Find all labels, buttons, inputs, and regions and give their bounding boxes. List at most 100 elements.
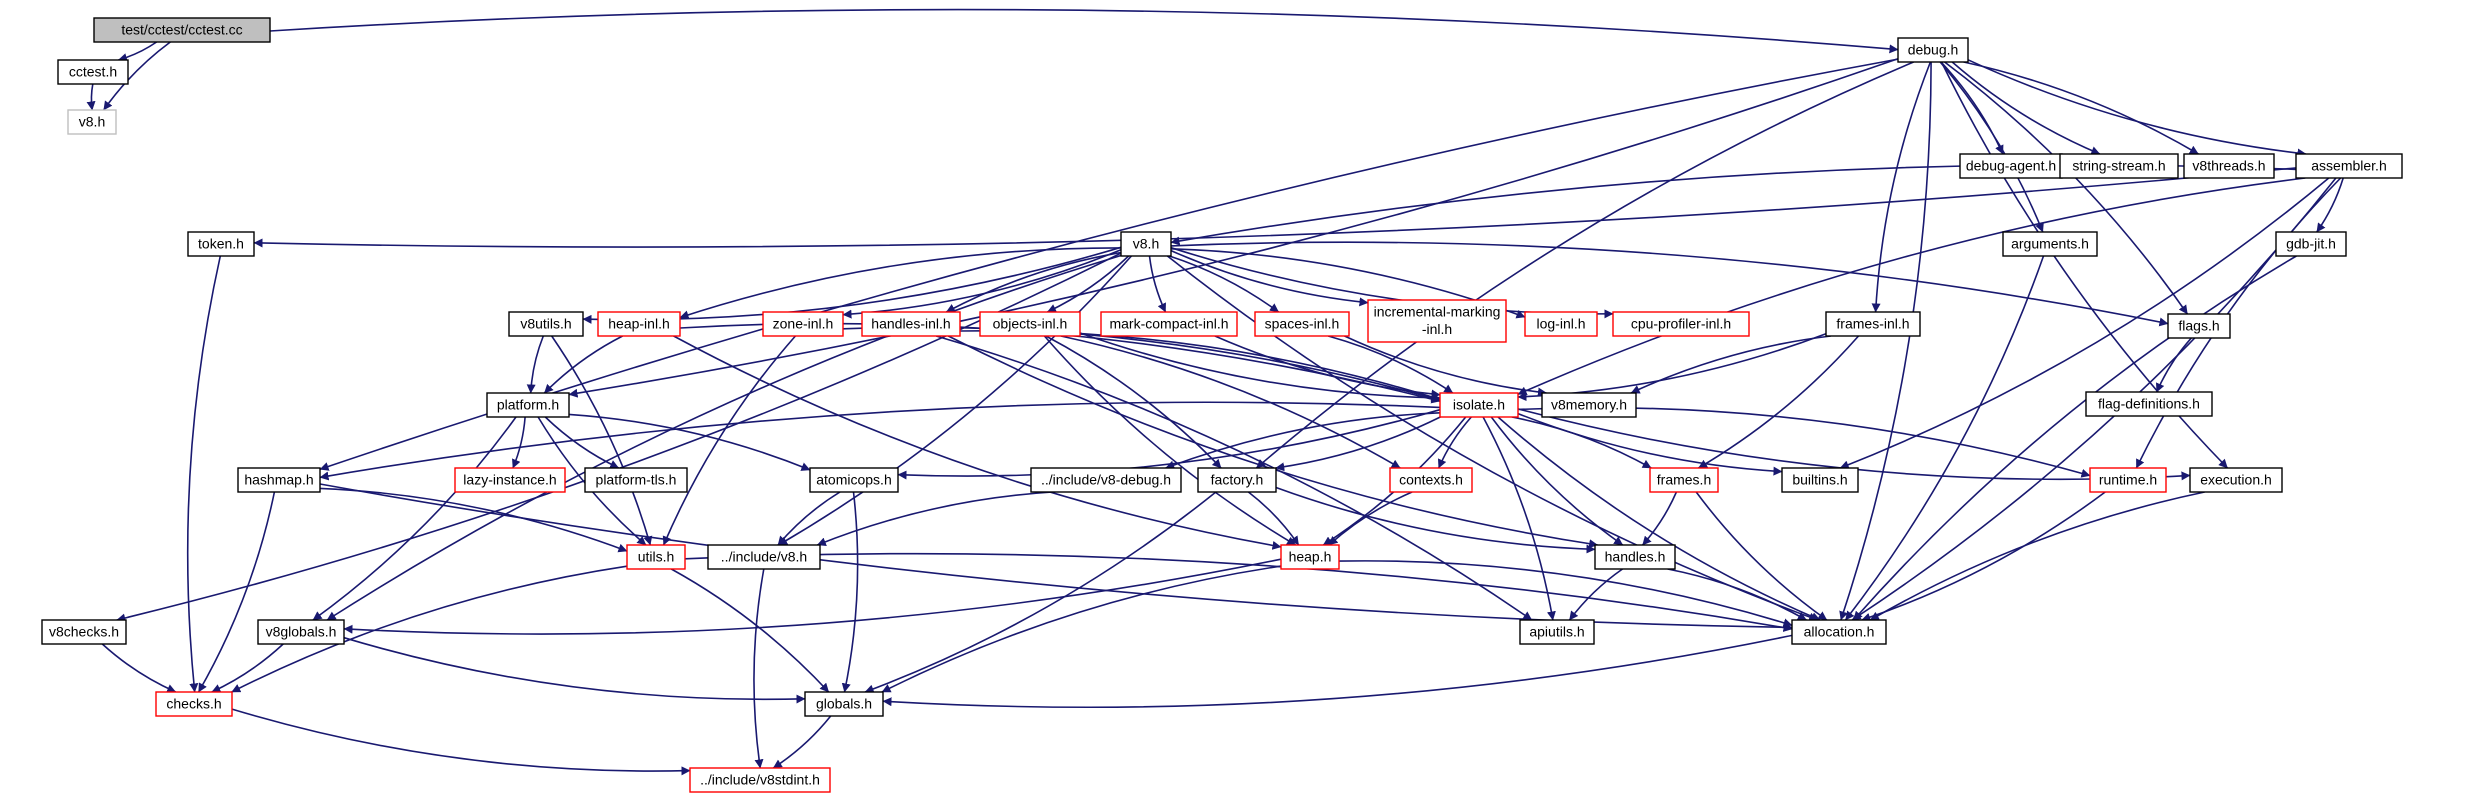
- node-runtime-h[interactable]: runtime.h: [2089, 467, 2167, 493]
- node-debug-agent-h[interactable]: debug-agent.h: [1959, 153, 2063, 179]
- node-label: v8utils.h: [520, 316, 571, 332]
- node-utils-h[interactable]: utils.h: [626, 544, 686, 570]
- edge-factory_h-to-heap_h: [1247, 491, 1300, 546]
- edge-debug_h-to-allocation_h: [1839, 61, 1932, 621]
- node-debug-h[interactable]: debug.h: [1897, 37, 1969, 63]
- node-arguments-h[interactable]: arguments.h: [2002, 231, 2098, 257]
- edge-platform_h-to-platform_tls_h: [544, 416, 620, 469]
- node-label: test/cctest/cctest.cc: [121, 22, 242, 38]
- node-label: heap.h: [1289, 549, 1332, 565]
- node-lazy-instance-h[interactable]: lazy-instance.h: [454, 467, 566, 493]
- node-objects-inl-h[interactable]: objects-inl.h: [979, 311, 1081, 337]
- node-box: [1825, 311, 1921, 337]
- edge-utils_h-to-checks_h: [231, 565, 628, 693]
- node-box: [2295, 153, 2403, 179]
- node-box: [2089, 467, 2167, 493]
- edge-v8_h-to-include_v8_h: [778, 255, 1132, 546]
- node-v8memory-h[interactable]: v8memory.h: [1541, 392, 1637, 418]
- node-box: [155, 691, 233, 717]
- edge-platform_h-to-v8globals_h: [312, 416, 517, 621]
- node-heap-inl-h[interactable]: heap-inl.h: [597, 311, 681, 337]
- node-checks-h[interactable]: checks.h: [155, 691, 233, 717]
- node-box: [689, 767, 831, 793]
- node-include-v8-h[interactable]: ../include/v8.h: [707, 544, 821, 570]
- node-v8checks-h[interactable]: v8checks.h: [41, 619, 127, 645]
- node-isolate-h[interactable]: isolate.h: [1439, 392, 1519, 418]
- node-box: [1781, 467, 1859, 493]
- node-heap-h[interactable]: heap.h: [1280, 544, 1340, 570]
- node-label: handles.h: [1605, 549, 1666, 565]
- node-box: [1030, 467, 1182, 493]
- node-label: lazy-instance.h: [463, 472, 556, 488]
- node-contexts-h[interactable]: contexts.h: [1389, 467, 1473, 493]
- node-box: [2189, 467, 2283, 493]
- node-box: [257, 619, 345, 645]
- node-box: [707, 544, 821, 570]
- node-token-h[interactable]: token.h: [187, 231, 255, 257]
- node-assembler-h[interactable]: assembler.h: [2295, 153, 2403, 179]
- node-box: [1254, 311, 1350, 337]
- node-layer: test/cctest/cctest.cc cctest.h v8.h debug.h…: [41, 17, 2403, 793]
- node-box: [809, 467, 899, 493]
- node-label: v8globals.h: [266, 624, 337, 640]
- node-include-v8stdint-h[interactable]: ../include/v8stdint.h: [689, 767, 831, 793]
- node-execution-h[interactable]: execution.h: [2189, 467, 2283, 493]
- node-v8threads-h[interactable]: v8threads.h: [2183, 153, 2275, 179]
- node-log-inl-h[interactable]: log-inl.h: [1524, 311, 1598, 337]
- node-globals-h[interactable]: globals.h: [804, 691, 884, 717]
- node-box: [41, 619, 127, 645]
- node-cpu-profiler-inl-h[interactable]: cpu-profiler-inl.h: [1612, 311, 1750, 337]
- node-label: log-inl.h: [1536, 316, 1585, 332]
- node-cctest-h[interactable]: cctest.h: [57, 59, 129, 85]
- edge-v8checks_h-to-checks_h: [101, 643, 177, 693]
- edge-debug_h-to-execution_h: [1940, 61, 2229, 469]
- edge-debug_h-to-frames_inl_h: [1871, 61, 1932, 313]
- edge-frames_inl_h-to-frames_h: [1698, 335, 1860, 469]
- edge-objects_inl_h-to-isolate_h: [1079, 332, 1441, 403]
- node-gdb-jit-h[interactable]: gdb-jit.h: [2275, 231, 2347, 257]
- node-allocation-h[interactable]: allocation.h: [1791, 619, 1887, 645]
- edge-spaces_inl_h-to-v8memory_h: [1344, 335, 1547, 397]
- node-box: [1367, 299, 1507, 343]
- node-label: contexts.h: [1399, 472, 1463, 488]
- node-label: ../include/v8-debug.h: [1041, 472, 1171, 488]
- node-hashmap-h[interactable]: hashmap.h: [237, 467, 321, 493]
- edge-debug_h-to-assembler_h: [1967, 59, 2307, 158]
- node-label: string-stream.h: [2072, 158, 2165, 174]
- node-label: spaces-inl.h: [1265, 316, 1340, 332]
- node-label: token.h: [198, 236, 244, 252]
- node-box: [1791, 619, 1887, 645]
- node-zone-inl-h[interactable]: zone-inl.h: [762, 311, 844, 337]
- node-flag-definitions-h[interactable]: flag-definitions.h: [2085, 391, 2213, 417]
- node-box: [1959, 153, 2063, 179]
- node-handles-inl-h[interactable]: handles-inl.h: [861, 311, 961, 337]
- edge-isolate_h-to-builtins_h: [1517, 412, 1783, 476]
- node-builtins-h[interactable]: builtins.h: [1781, 467, 1859, 493]
- node-flags-h[interactable]: flags.h: [2167, 313, 2231, 339]
- edge-v8_h-to-handles_inl_h: [945, 251, 1122, 313]
- edge-objects_inl_h-to-factory_h: [1045, 335, 1222, 469]
- node-platform-tls-h[interactable]: platform-tls.h: [584, 467, 688, 493]
- node-frames-h[interactable]: frames.h: [1649, 467, 1719, 493]
- node-v8globals-h[interactable]: v8globals.h: [257, 619, 345, 645]
- node-string-stream-h[interactable]: string-stream.h: [2059, 153, 2179, 179]
- node-v8-h[interactable]: v8.h: [1120, 231, 1172, 257]
- node-mark-compact-inl-h[interactable]: mark-compact-inl.h: [1100, 311, 1238, 337]
- edge-v8_h-to-mark_compact_inl_h: [1148, 255, 1167, 313]
- node-include-v8-debug-h[interactable]: ../include/v8-debug.h: [1030, 467, 1182, 493]
- edge-isolate_h-to-factory_h: [1275, 416, 1441, 472]
- node-v8utils-h[interactable]: v8utils.h: [508, 311, 584, 337]
- node-v8-h-ext[interactable]: v8.h: [67, 109, 117, 135]
- node-atomicops-h[interactable]: atomicops.h: [809, 467, 899, 493]
- node-factory-h[interactable]: factory.h: [1197, 467, 1277, 493]
- edge-debug_h-to-arguments_h: [1939, 61, 2044, 233]
- node-platform-h[interactable]: platform.h: [486, 392, 570, 418]
- node-incremental-marking-inl-h[interactable]: incremental-marking-inl.h: [1367, 299, 1507, 343]
- node-cctest-cc: test/cctest/cctest.cc: [93, 17, 271, 43]
- node-label: ../include/v8.h: [721, 549, 807, 565]
- node-frames-inl-h[interactable]: frames-inl.h: [1825, 311, 1921, 337]
- node-spaces-inl-h[interactable]: spaces-inl.h: [1254, 311, 1350, 337]
- node-handles-h[interactable]: handles.h: [1594, 544, 1676, 570]
- node-apiutils-h[interactable]: apiutils.h: [1519, 619, 1595, 645]
